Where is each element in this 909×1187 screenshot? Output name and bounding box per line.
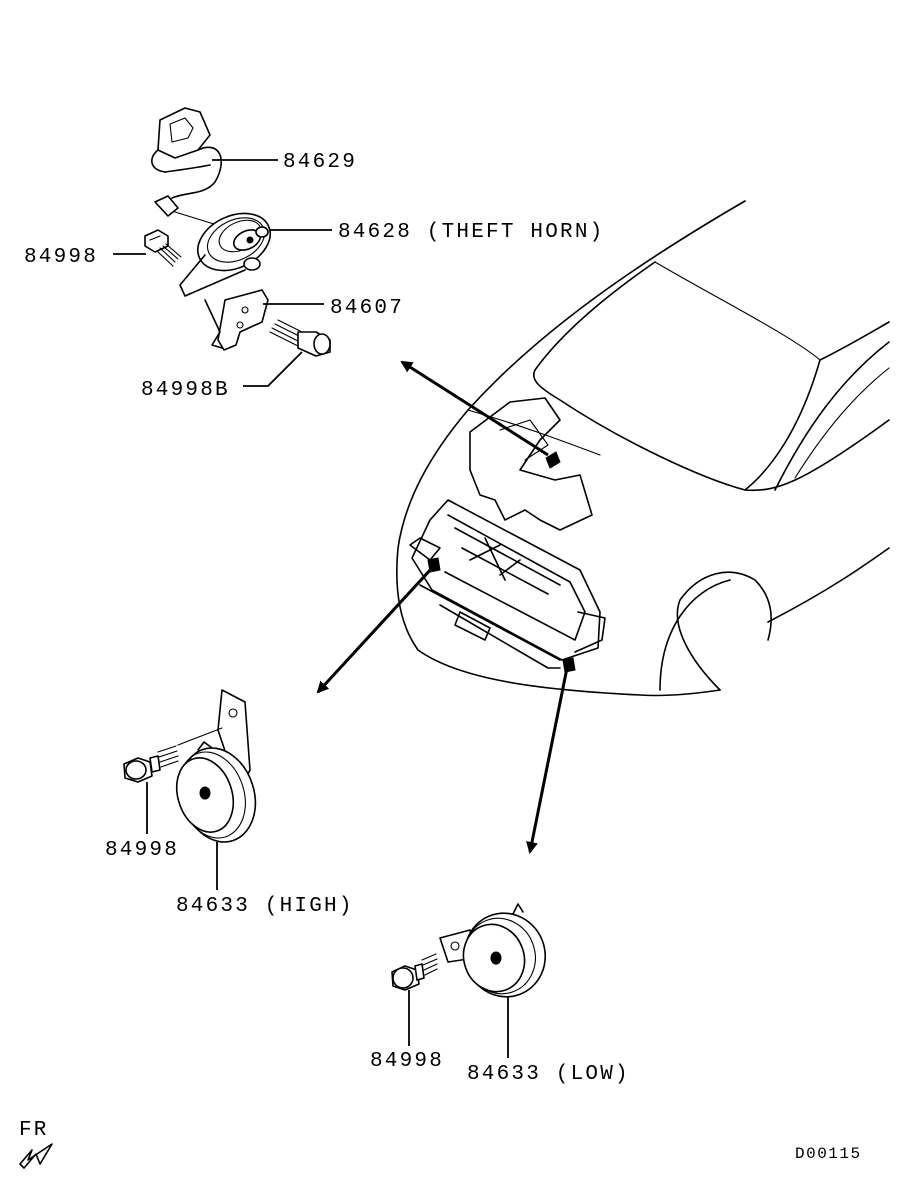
- front-direction-indicator: FR: [19, 1119, 53, 1169]
- label-bracket: 84607: [330, 297, 404, 320]
- label-bolt-b: 84998B: [141, 379, 230, 402]
- arrow-high-horn: [316, 566, 434, 694]
- horn-high-84633: [175, 689, 257, 843]
- label-bolt-low: 84998: [370, 1050, 444, 1073]
- part-labels: 84629 84628 (THEFT HORN) 84998 84607 849…: [24, 151, 630, 1086]
- leader-lines: [113, 159, 509, 1058]
- label-horn-low: 84633 (LOW): [467, 1063, 630, 1086]
- front-label: FR: [19, 1119, 49, 1142]
- label-bolt-high: 84998: [105, 839, 179, 862]
- label-bolt-top: 84998: [24, 246, 98, 269]
- bolt-84998-low: [391, 953, 438, 991]
- arrow-low-horn: [526, 667, 569, 854]
- arrow-theft-horn: [400, 360, 549, 457]
- label-wire-harness: 84629: [283, 151, 357, 174]
- bolt-84998-high: [123, 745, 179, 783]
- label-horn-high: 84633 (HIGH): [176, 895, 354, 918]
- bolt-84998-top: [144, 229, 182, 267]
- front-arrow-icon: [19, 1143, 53, 1169]
- callout-arrows: [316, 360, 569, 854]
- theft-horn-84628: [179, 212, 271, 297]
- bracket-84607: [204, 289, 269, 351]
- wire-harness-84629: [151, 107, 241, 233]
- label-theft-horn: 84628 (THEFT HORN): [338, 221, 604, 244]
- engine-bay: [409, 397, 606, 673]
- drawing-code: D00115: [795, 1145, 862, 1163]
- horn-low-84633: [439, 903, 547, 998]
- bolt-84998b: [269, 319, 331, 357]
